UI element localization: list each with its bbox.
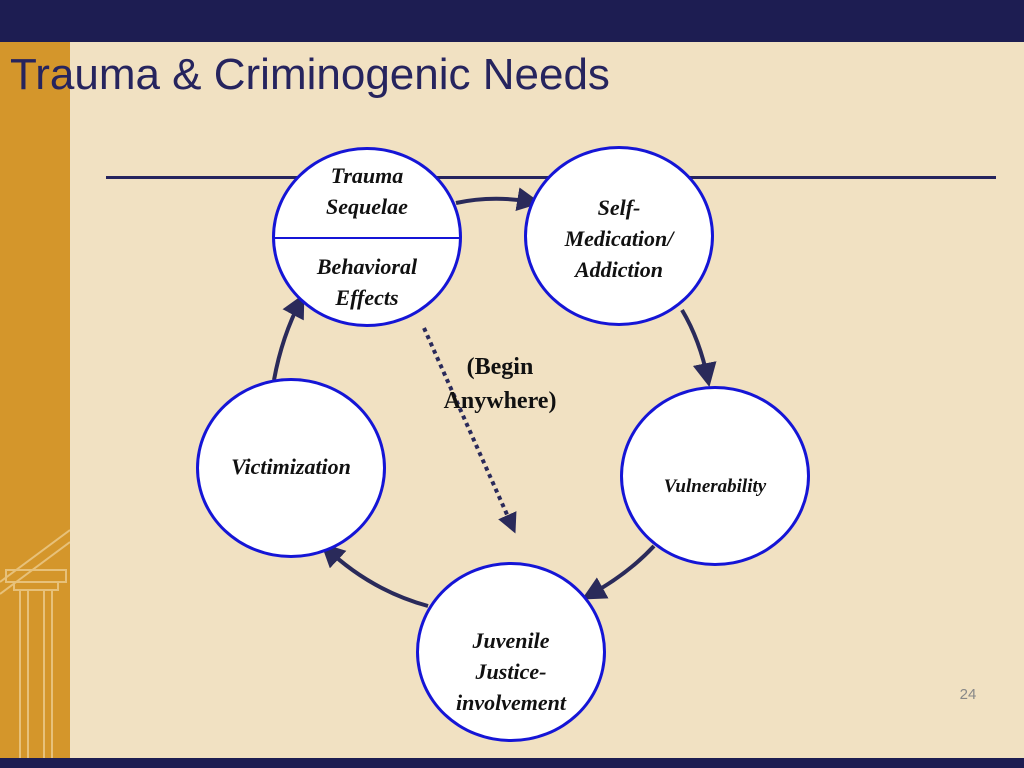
header-bar	[0, 0, 1024, 42]
victimization-circle: Victimization	[196, 378, 386, 558]
juvenile-justice-label: Juvenile Justice- involvement	[456, 628, 566, 715]
self-medication-circle: Self- Medication/ Addiction	[524, 146, 714, 326]
begin-anywhere-label: (Begin Anywhere)	[443, 354, 557, 414]
vulnerability-label: Vulnerability	[663, 476, 767, 497]
pillar-watermark	[0, 529, 70, 758]
juvenile-justice-circle: Juvenile Justice- involvement	[416, 562, 606, 742]
victimization-label: Victimization	[231, 454, 351, 479]
trauma-sequelae-circle: Trauma Sequelae Behavioral Effects	[272, 147, 462, 327]
left-accent-stripe	[0, 42, 70, 758]
page-number: 24	[959, 686, 977, 703]
self-medication-label: Self- Medication/ Addiction	[564, 195, 674, 282]
behavioral-effects-label: Behavioral Effects	[316, 254, 418, 310]
circle-divider	[275, 237, 459, 239]
vulnerability-circle: Vulnerability	[620, 386, 810, 566]
arrow-victimization-to-trauma	[272, 293, 305, 381]
arrow-vulnerability-to-juvenile	[581, 544, 656, 600]
trauma-sequelae-label: Trauma Sequelae	[326, 163, 408, 219]
arrow-selfmed-to-vulnerability	[680, 308, 717, 388]
arrow-juvenile-to-victimization	[320, 543, 429, 608]
arrow-trauma-to-selfmed	[455, 187, 542, 212]
slide-title: Trauma & Criminogenic Needs	[10, 50, 610, 99]
footer-bar	[0, 758, 1024, 768]
